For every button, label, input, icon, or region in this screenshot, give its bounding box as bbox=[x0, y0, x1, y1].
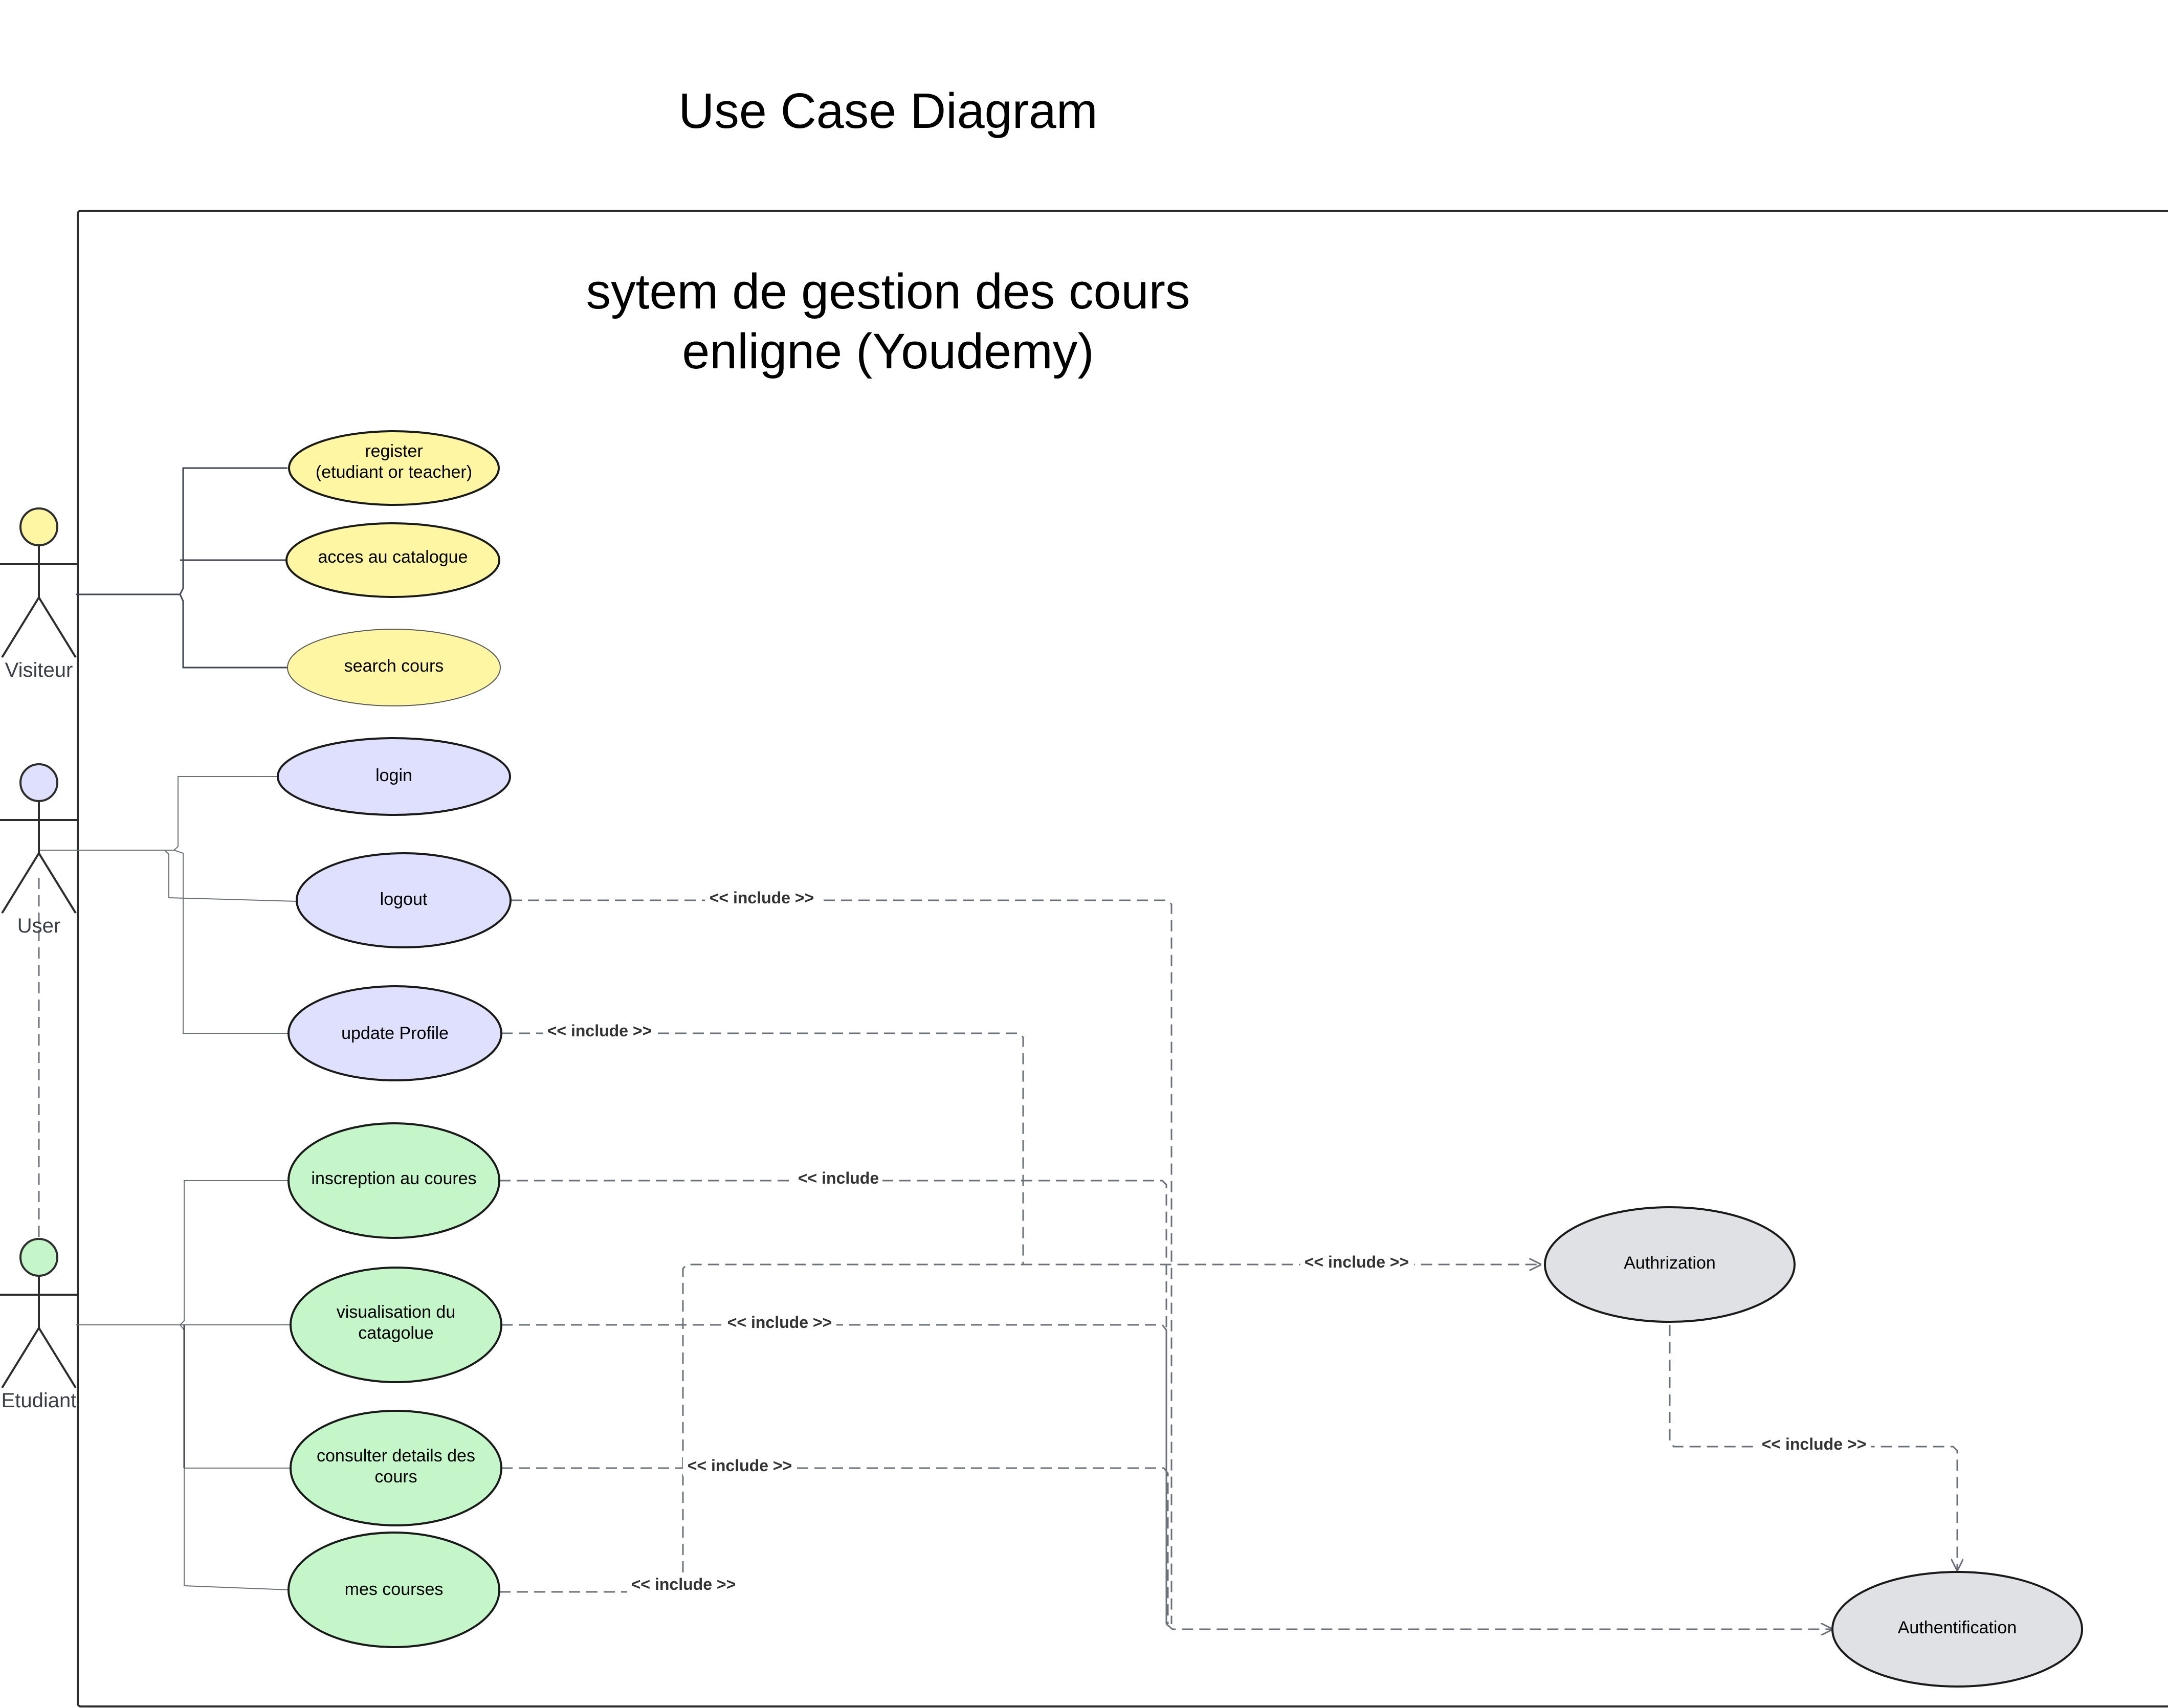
label-include-mes-courses: << include >> bbox=[631, 1575, 736, 1593]
usecase-authentification-label: Authentification bbox=[1898, 1618, 2017, 1637]
usecase-visualisation[interactable]: visualisation du catagolue bbox=[290, 1267, 502, 1383]
usecase-visualisation-line1: visualisation du bbox=[337, 1302, 455, 1322]
include-to-authentification bbox=[1166, 1624, 1832, 1629]
assoc-visiteur bbox=[76, 467, 287, 669]
usecase-search-cours[interactable]: search cours bbox=[287, 629, 501, 706]
usecase-logout[interactable]: logout bbox=[296, 852, 512, 948]
usecase-mes-courses-label: mes courses bbox=[345, 1580, 444, 1599]
usecase-register-line2: (etudiant or teacher) bbox=[316, 462, 472, 482]
usecase-login[interactable]: login bbox=[277, 737, 511, 816]
system-title-line2: enligne (Youdemy) bbox=[682, 323, 1094, 379]
actor-etudiant: Etudiant bbox=[0, 1238, 78, 1412]
label-include-inscription: << include bbox=[798, 1169, 879, 1187]
actor-body bbox=[0, 545, 78, 658]
assoc-etudiant bbox=[76, 1180, 291, 1590]
usecase-authentification[interactable]: Authentification bbox=[1831, 1571, 2083, 1688]
include-inscription bbox=[499, 1180, 1167, 1624]
actor-user: User bbox=[0, 763, 78, 937]
usecase-authorization[interactable]: Authrization bbox=[1544, 1206, 1796, 1323]
label-include-consulter: << include >> bbox=[688, 1456, 792, 1475]
actor-user-label: User bbox=[17, 915, 60, 937]
usecase-authorization-label: Authrization bbox=[1624, 1253, 1716, 1273]
usecase-visualisation-line2: catagolue bbox=[358, 1323, 433, 1343]
actor-etudiant-label: Etudiant bbox=[2, 1389, 77, 1412]
usecase-logout-label: logout bbox=[380, 890, 428, 909]
include-update-profile bbox=[501, 1032, 1024, 1265]
actor-body bbox=[0, 1276, 78, 1389]
usecase-inscription[interactable]: inscreption au coures bbox=[287, 1122, 500, 1239]
include-consulter bbox=[501, 1467, 1169, 1624]
usecase-consulter-line1: consulter details des bbox=[317, 1446, 475, 1466]
include-to-authorization bbox=[682, 1265, 1541, 1590]
actor-head bbox=[19, 507, 58, 546]
usecase-inscription-label: inscreption au coures bbox=[311, 1169, 476, 1188]
usecase-mes-courses[interactable]: mes courses bbox=[287, 1532, 500, 1648]
usecase-consulter-line2: cours bbox=[374, 1467, 417, 1487]
assoc-user bbox=[40, 776, 297, 1034]
actor-visiteur: Visiteur bbox=[0, 507, 78, 681]
actor-head bbox=[19, 763, 58, 802]
diagram-title: Use Case Diagram bbox=[678, 83, 1097, 139]
label-include-update: << include >> bbox=[547, 1022, 652, 1040]
actor-body bbox=[0, 801, 78, 914]
label-include-logout: << include >> bbox=[710, 889, 814, 907]
usecase-catalogue-label: acces au catalogue bbox=[318, 547, 468, 567]
usecase-login-label: login bbox=[375, 766, 412, 785]
system-title-line1: sytem de gestion des cours bbox=[586, 263, 1190, 319]
system-boundary bbox=[77, 210, 2168, 1707]
actor-visiteur-label: Visiteur bbox=[5, 659, 73, 681]
usecase-acces-catalogue[interactable]: acces au catalogue bbox=[285, 522, 500, 598]
label-include-visualisation: << include >> bbox=[727, 1313, 832, 1332]
usecase-search-label: search cours bbox=[344, 656, 444, 676]
label-include-authz: << include >> bbox=[1304, 1253, 1409, 1271]
usecase-consulter-details[interactable]: consulter details des cours bbox=[290, 1410, 502, 1526]
usecase-update-profile-label: update Profile bbox=[341, 1024, 449, 1043]
actor-head bbox=[19, 1238, 58, 1277]
label-include-authz-authn: << include >> bbox=[1762, 1435, 1867, 1453]
usecase-register[interactable]: register (etudiant or teacher) bbox=[288, 430, 500, 506]
include-labels: << include >> << include >> << include <… bbox=[543, 889, 1871, 1595]
include-visualisation bbox=[501, 1324, 1167, 1624]
usecase-update-profile[interactable]: update Profile bbox=[287, 985, 502, 1081]
include-logout bbox=[511, 899, 1173, 1624]
usecase-register-line1: register bbox=[365, 441, 423, 461]
